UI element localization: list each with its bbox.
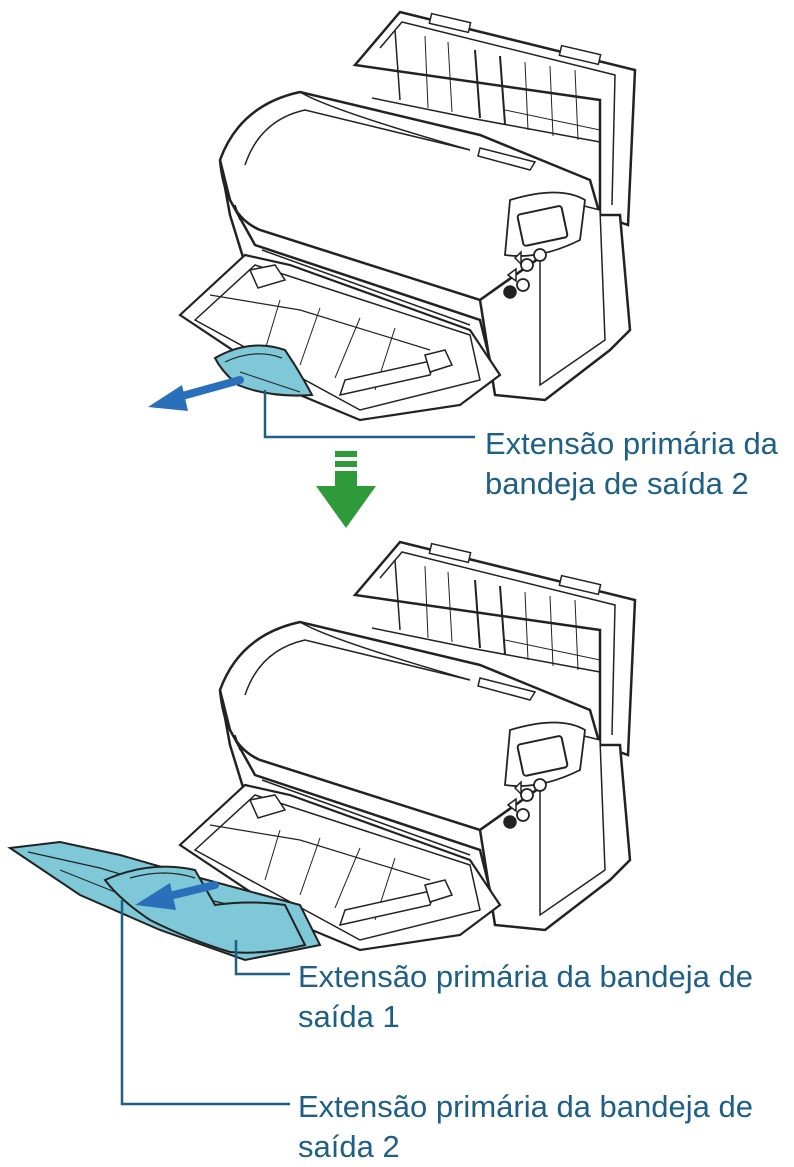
label-line: saída 2 (298, 1129, 400, 1164)
label-primary-extension-1: Extensão primária da bandeja de saída 1 (298, 957, 788, 1037)
tray-extension-1-bottom (103, 865, 307, 954)
label-line: Extensão primária da bandeja de (298, 1089, 753, 1124)
arrow-down-icon (316, 451, 376, 528)
scanner-top-illustration (178, 10, 637, 422)
arrow-left-icon (148, 376, 244, 411)
label-line: Extensão primária da bandeja de (298, 959, 753, 994)
leader-line-top (263, 390, 475, 439)
label-primary-extension-2-top: Extensão primária da bandeja de saída 2 (485, 424, 785, 504)
scanner-bottom-illustration (7, 540, 637, 962)
leader-line-bottom-1 (234, 940, 290, 976)
leader-line-bottom-2 (120, 900, 290, 1106)
label-primary-extension-2-bottom: Extensão primária da bandeja de saída 2 (298, 1087, 788, 1167)
label-line: Extensão primária da (485, 426, 778, 461)
label-line: bandeja de saída 2 (485, 466, 749, 501)
label-line: saída 1 (298, 999, 400, 1034)
arrow-left-icon (135, 881, 219, 910)
